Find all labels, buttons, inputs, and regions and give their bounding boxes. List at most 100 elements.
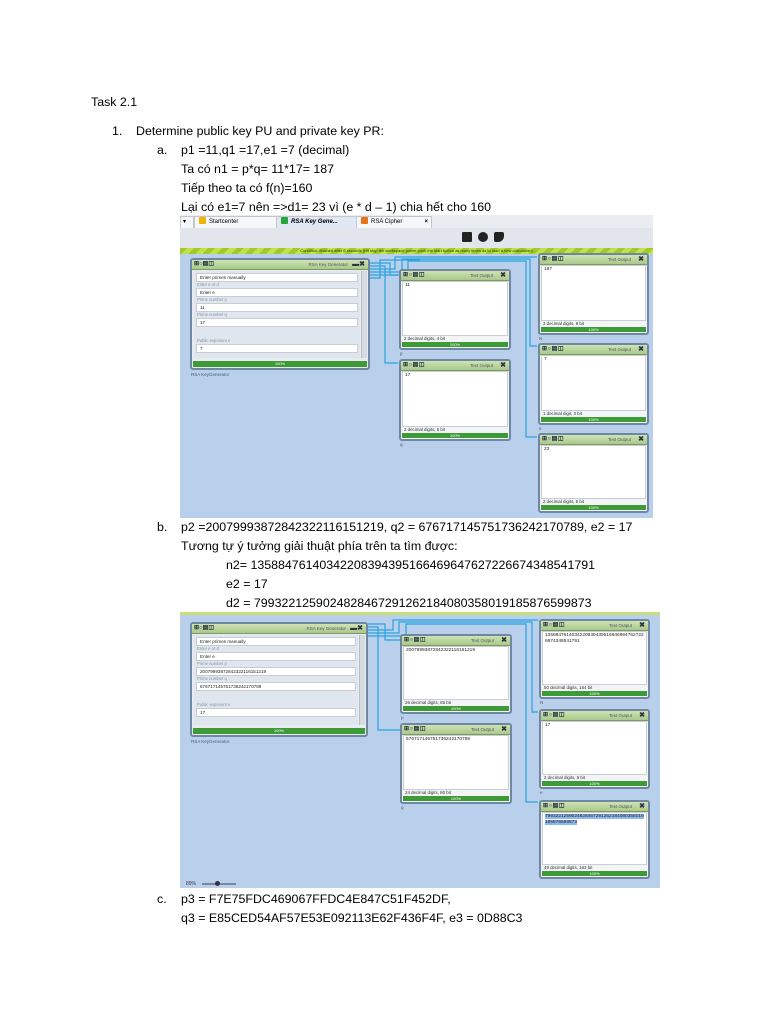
output-text[interactable]: 7993221259024828467291262184080358019185… [542,812,647,865]
camera-icon[interactable] [478,232,488,242]
prime-p-input[interactable]: 11 [196,303,358,312]
close-icon[interactable]: ✖ [639,622,645,629]
tab-menu-icon[interactable]: ▾ [180,216,194,228]
close-icon[interactable]: ✖ [501,726,507,733]
output-text[interactable]: 7 [541,355,646,411]
progress-bar: 100% [542,871,647,876]
component-title: Text Output [608,623,632,628]
item-a-line-4: Lại có e1=7 nên =>d1= 23 vì (e * d – 1) … [181,200,491,214]
output-text[interactable]: 17 [402,371,508,427]
component-icons[interactable]: ⊞○▤◫ [543,622,565,628]
output-text[interactable]: 200799938728423221161512​19 [403,646,509,700]
item-b-d2: d2 = 79932212590248284672912621840803580… [226,596,592,610]
output-text[interactable]: 23 [541,445,646,499]
wire-e [370,258,537,347]
text-output-n[interactable]: ⊞○▤◫ Text Output ✖ 13588476140342208394395… [539,619,650,699]
status-banner: Condition: finished after 6 seconds (Hit… [180,248,653,254]
close-icon[interactable]: ▬✖ [350,625,363,632]
tab-rsa-key-generator[interactable]: RSA Key Gene...× [276,216,364,228]
component-icons[interactable]: ⊞○▤◫ [194,261,214,267]
public-exponent-input[interactable]: 7 [196,344,358,353]
item-b-line-1: p2 =200799938728423221161512​19, q2 = 67… [181,520,633,534]
wire-q [370,265,398,364]
text-output-p[interactable]: ⊞○▤◫ Text Output ✖ 20079993872842322116151… [400,634,512,714]
close-icon[interactable]: ✖ [639,712,645,719]
label-public-exponent: Public exponent e [197,338,231,343]
connector-label: q [401,805,404,810]
comment-icon[interactable] [494,232,504,242]
component-icons[interactable]: ⊞○▤◫ [542,436,564,442]
text-output-n[interactable]: ⊞○▤◫Text Output✖ 187 3 decimal digits, 8… [538,253,649,335]
public-exponent-input[interactable]: 17 [196,708,356,717]
tab-rsa-cipher[interactable]: RSA Cipher× [356,216,432,228]
close-icon[interactable]: ✖ [638,346,644,353]
item-c-line-1: p3 = F7E75FDC469067FFDC4E847C51F452DF, [181,892,451,906]
progress-bar: 100% [402,342,508,347]
close-icon[interactable]: ✖ [638,256,644,263]
output-text[interactable]: 11 [402,281,508,336]
component-title: Text Output [470,638,494,643]
prime-q-input[interactable]: 67671714575173624217078​9 [196,682,356,691]
prime-mode-select[interactable]: Enter primes manually [196,273,358,282]
rsa-key-generator[interactable]: ⊞○▤◫ RSA Key Generator ▬✖ Enter primes m… [190,622,368,737]
label-prime-p: Prime number p [197,661,227,666]
progress-bar: 100% [541,327,646,332]
output-text[interactable]: 67671714575173624217078​9 [403,735,509,790]
e-mode-select[interactable]: Enter e [196,288,358,297]
component-icons[interactable]: ⊞○▤◫ [404,726,426,732]
selected-text[interactable]: 7993221259024828467291262184080358019185… [545,814,644,825]
text-output-p[interactable]: ⊞○▤◫Text Output✖ 11 2 decimal digits, 4 … [399,269,511,350]
status-banner-strip [180,612,660,615]
output-text[interactable]: 17 [542,721,647,775]
e-mode-select[interactable]: Enter e [196,652,356,661]
item-c-line-2: q3 = E85CED54AF57E53E092113E62F436F4F, e… [181,911,523,925]
scrollbar[interactable] [361,271,367,358]
prime-mode-select[interactable]: Enter primes manually [196,637,356,646]
text-output-q[interactable]: ⊞○▤◫Text Output✖ 67671714575173624217078… [400,723,512,804]
component-header: ⊞○▤◫ RSA Key Generator ▬✖ [192,624,366,634]
close-icon[interactable]: ▬✖ [352,261,365,268]
close-icon[interactable]: ✖ [501,637,507,644]
save-icon[interactable] [462,232,472,242]
component-header: ⊞○▤◫Text Output✖ [541,802,648,812]
prime-p-input[interactable]: 200799938728423221161512​19 [196,667,356,676]
text-output-e[interactable]: ⊞○▤◫Text Output✖ 17 2 decimal digits, 5 … [539,709,650,789]
close-icon[interactable]: ✖ [500,272,506,279]
component-icons[interactable]: ⊞○▤◫ [404,637,426,643]
component-icons[interactable]: ⊞○▤◫ [194,625,214,631]
generator-caption: RSA KeyGenerator [191,372,230,377]
scrollbar[interactable] [359,635,365,725]
connector-label: e [539,426,542,431]
component-icons[interactable]: ⊞○▤◫ [543,803,565,809]
item-b-n2: n2= 135884761403422083943951664696476272… [226,558,596,572]
prime-q-input[interactable]: 17 [196,318,358,327]
output-text[interactable]: 187 [541,265,646,321]
text-output-d[interactable]: ⊞○▤◫Text Output✖ 23 2 decimal digits, 5 … [538,433,649,513]
close-icon[interactable]: ✖ [638,436,644,443]
text-output-e[interactable]: ⊞○▤◫Text Output✖ 7 1 decimal digit, 3 bi… [538,343,649,425]
workspace-toolbar [180,228,653,248]
output-text[interactable]: 1358847614034220839439516646964762722667… [542,631,647,685]
component-title: RSA Key Generator [308,262,348,267]
progress-bar: 100% [542,691,647,696]
item-b-line-2: Tương tự ý tưởng giải thuật phía trên ta… [181,539,458,553]
text-output-q[interactable]: ⊞○▤◫Text Output✖ 17 2 decimal digits, 5 … [399,359,511,441]
connector-label: q [400,442,403,447]
progress-bar: 100% [541,417,646,422]
item-c-label: c. [157,892,167,906]
component-icons[interactable]: ⊞○▤◫ [542,346,564,352]
star-icon [199,217,206,224]
workspace-icon [361,217,368,224]
rsa-key-generator[interactable]: ⊞○▤◫ RSA Key Generator ▬✖ Enter primes m… [190,258,370,370]
component-icons[interactable]: ⊞○▤◫ [542,256,564,262]
component-title: Text Output [607,257,631,262]
component-icons[interactable]: ⊞○▤◫ [543,712,565,718]
connector-label: p [400,351,403,356]
close-icon[interactable]: × [424,219,428,225]
component-icons[interactable]: ⊞○▤◫ [403,362,425,368]
close-icon[interactable]: ✖ [500,362,506,369]
close-icon[interactable]: ✖ [639,803,645,810]
text-output-d[interactable]: ⊞○▤◫Text Output✖ 79932212590248284672912… [539,800,650,879]
component-icons[interactable]: ⊞○▤◫ [403,272,425,278]
zoom-slider-handle[interactable] [215,881,220,886]
